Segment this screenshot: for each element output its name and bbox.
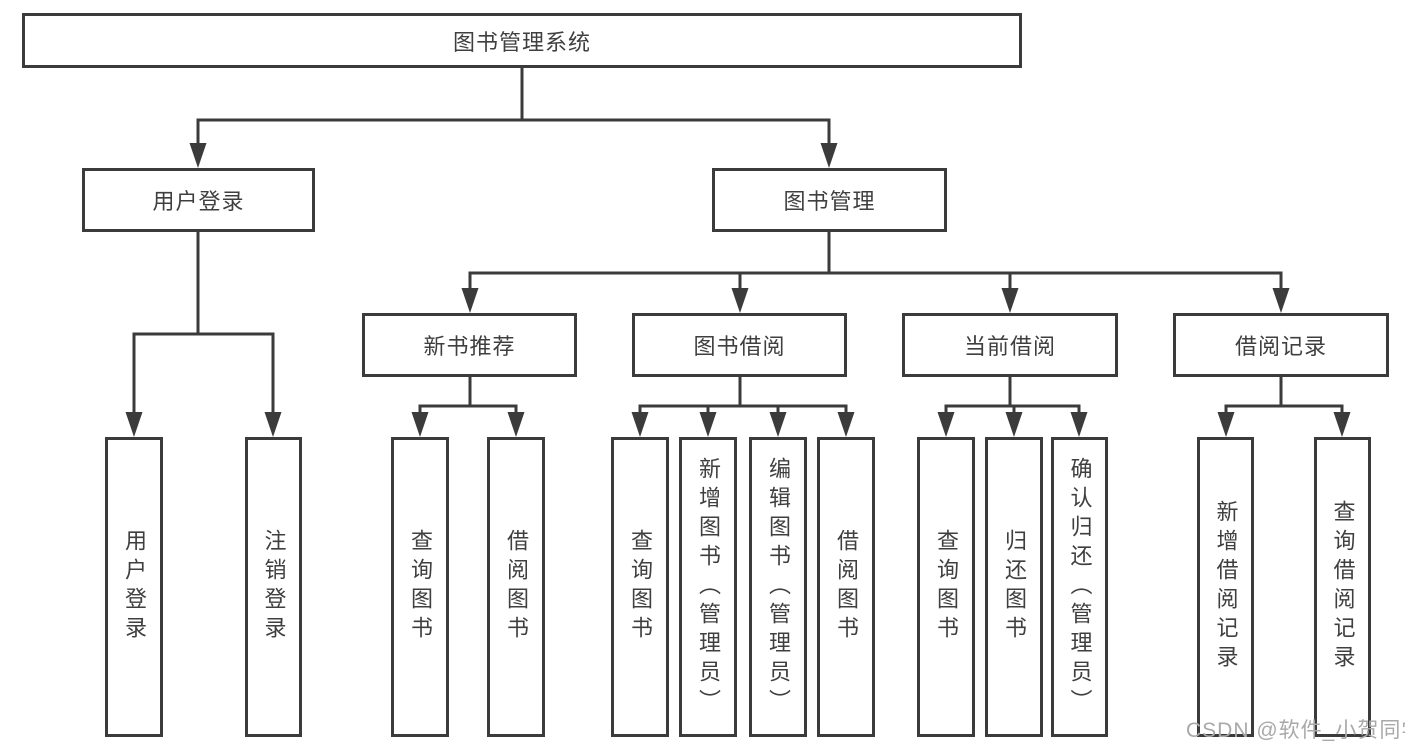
node-book-borrow-label: 图书借阅 [693, 334, 786, 359]
leaf-records-add-record-label: 新增借阅记录 [1213, 500, 1239, 674]
leaf-borrow-borrow-books: 借阅图书 [817, 437, 875, 737]
arrowhead [837, 412, 855, 437]
node-root: 图书管理系统 [22, 13, 1022, 68]
node-new-book-recommend: 新书推荐 [362, 313, 577, 377]
arrowhead [189, 143, 207, 168]
node-book-management-label: 图书管理 [783, 189, 876, 214]
leaf-borrow-query-books: 查询图书 [611, 437, 669, 737]
leaf-borrow-add-books-admin: 新增图书（管理员） [679, 437, 737, 737]
leaf-borrow-add-books-admin-label: 新增图书（管理员） [696, 456, 721, 718]
leaf-current-return-books-label: 归还图书 [1002, 529, 1027, 645]
leaf-records-add-record: 新增借阅记录 [1197, 437, 1254, 737]
arrowhead [461, 288, 479, 313]
leaf-current-query-books: 查询图书 [917, 437, 975, 737]
leaf-current-return-books: 归还图书 [985, 437, 1043, 737]
leaf-user-login-label: 用户登录 [122, 529, 147, 645]
arrowhead [769, 412, 787, 437]
connector-new-books [418, 377, 518, 430]
connector-book-management [468, 232, 1283, 306]
leaf-user-login: 用户登录 [105, 437, 163, 737]
leaf-current-confirm-return-admin: 确认归还（管理员） [1051, 437, 1108, 737]
arrowhead [937, 412, 955, 437]
leaf-borrow-borrow-books-label: 借阅图书 [834, 529, 859, 645]
arrowhead [1001, 288, 1019, 313]
node-root-label: 图书管理系统 [452, 29, 591, 55]
connector-root [196, 68, 831, 162]
node-borrow-records-label: 借阅记录 [1234, 334, 1327, 359]
leaf-newbook-borrow-books-label: 借阅图书 [504, 529, 529, 645]
connector-user-login [132, 232, 275, 430]
arrowhead [1005, 412, 1023, 437]
arrowhead [125, 412, 143, 437]
arrowhead [699, 412, 717, 437]
arrowhead [631, 412, 649, 437]
leaf-records-query-record-label: 查询借阅记录 [1330, 500, 1356, 674]
leaf-newbook-borrow-books: 借阅图书 [487, 437, 545, 737]
node-current-borrow: 当前借阅 [902, 313, 1118, 377]
arrowhead [1070, 412, 1088, 437]
leaf-borrow-query-books-label: 查询图书 [628, 529, 653, 645]
leaf-current-query-books-label: 查询图书 [934, 529, 959, 645]
node-user-login-label: 用户登录 [152, 189, 245, 214]
node-new-book-recommend-label: 新书推荐 [423, 334, 516, 359]
leaf-current-confirm-return-admin-label: 确认归还（管理员） [1067, 456, 1093, 718]
arrowhead [820, 143, 838, 168]
connector-borrow-records [1224, 377, 1344, 430]
arrowhead [411, 412, 429, 437]
connector-book-borrow [638, 377, 848, 430]
arrowhead [264, 412, 282, 437]
arrowheads [125, 143, 1351, 437]
leaf-borrow-edit-books-admin: 编辑图书（管理员） [749, 437, 807, 737]
leaf-borrow-edit-books-admin-label: 编辑图书（管理员） [766, 456, 791, 718]
leaf-newbook-query-books-label: 查询图书 [408, 529, 433, 645]
leaf-logout-label: 注销登录 [261, 529, 287, 645]
leaf-records-query-record: 查询借阅记录 [1314, 437, 1371, 737]
node-book-borrow: 图书借阅 [632, 313, 847, 377]
arrowhead [1272, 288, 1290, 313]
node-borrow-records: 借阅记录 [1173, 313, 1389, 377]
arrowhead [507, 412, 525, 437]
arrowhead [1333, 412, 1351, 437]
arrowhead [1217, 412, 1235, 437]
leaf-newbook-query-books: 查询图书 [391, 437, 449, 737]
arrowhead [731, 288, 749, 313]
csdn-watermark: CSDN @软件_小贺同学 [1186, 719, 1405, 742]
node-book-management: 图书管理 [712, 168, 947, 232]
node-current-borrow-label: 当前借阅 [963, 334, 1056, 359]
node-user-login: 用户登录 [82, 168, 315, 232]
leaf-logout: 注销登录 [245, 437, 302, 737]
